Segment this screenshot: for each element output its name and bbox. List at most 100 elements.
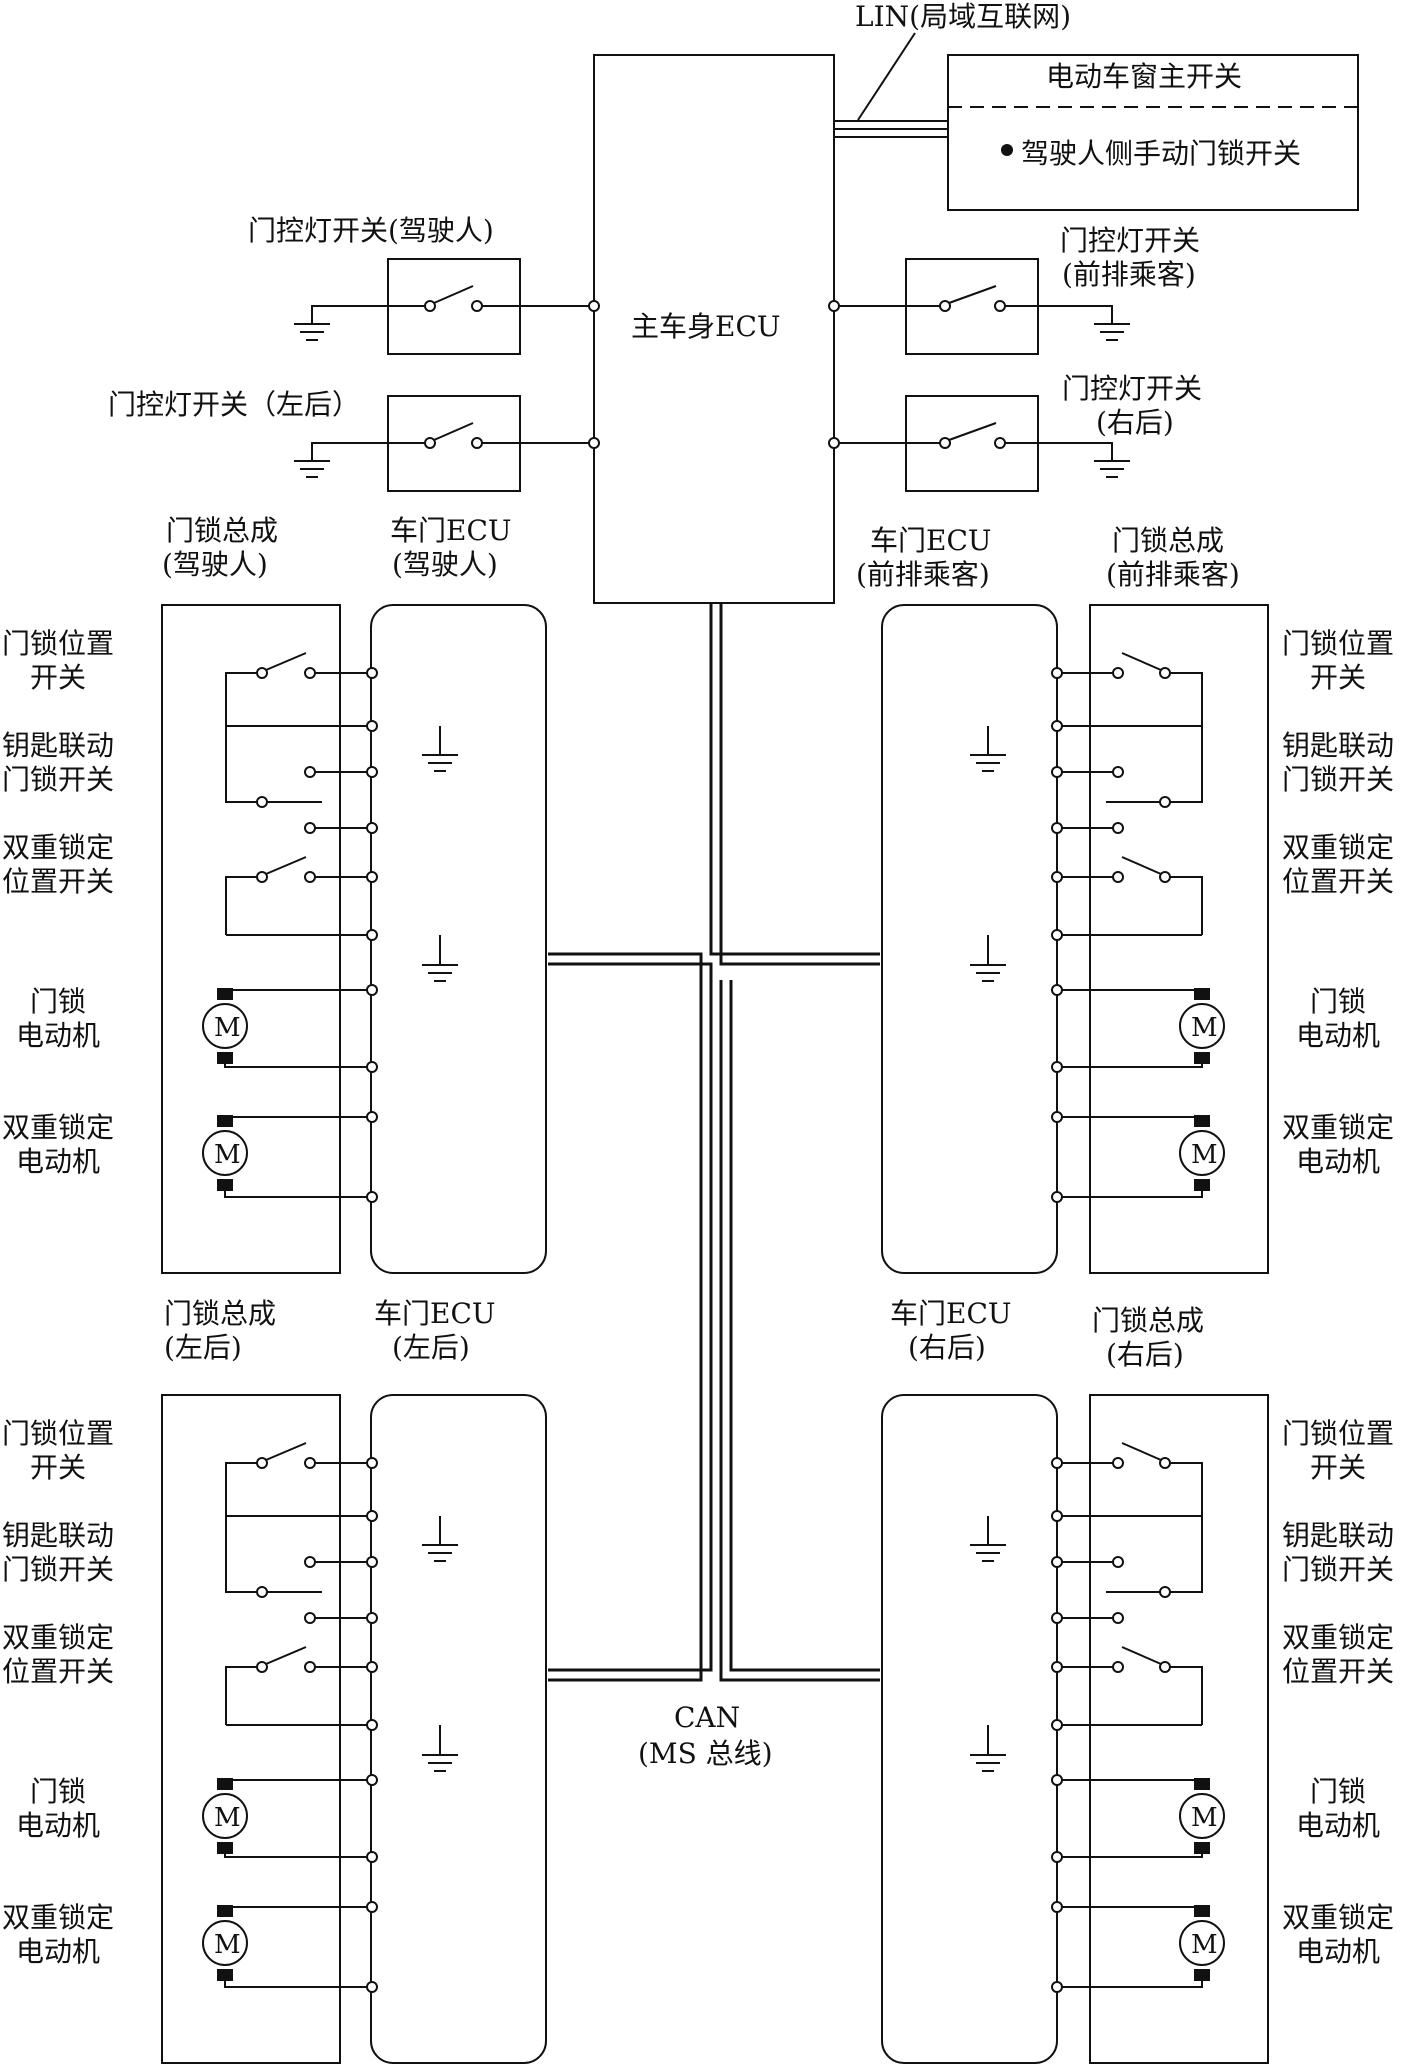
terminal-node bbox=[366, 1774, 378, 1786]
terminal-node bbox=[1051, 1457, 1063, 1469]
door-lock-assembly-label: 门锁总成 bbox=[1092, 1304, 1204, 1337]
terminal-node bbox=[366, 822, 378, 834]
terminal-node bbox=[1159, 1661, 1171, 1673]
terminal-node bbox=[1051, 984, 1063, 996]
door-ecu-box bbox=[881, 604, 1058, 1274]
lock-position-switch-label: 开关 bbox=[30, 1451, 86, 1484]
door-lock-assembly-box bbox=[1089, 604, 1269, 1274]
door-lock-motor-icon: M bbox=[1179, 1778, 1225, 1854]
terminal-node bbox=[1112, 1556, 1124, 1568]
door-unit-rear-left: MM门锁总成(左后)车门ECU(左后)门锁位置开关钥匙联动门锁开关双重锁定位置开… bbox=[2, 1297, 547, 2064]
door-lock-assembly-label: 门锁总成 bbox=[1112, 524, 1224, 557]
lock-position-switch-label: 开关 bbox=[1310, 1451, 1366, 1484]
door-ecu-label: 车门ECU bbox=[890, 1297, 1011, 1330]
key-linked-switch-label: 门锁开关 bbox=[2, 1553, 114, 1586]
terminal-node bbox=[424, 300, 436, 312]
door-unit-driver: MM门锁总成(驾驶人)车门ECU(驾驶人)门锁位置开关钥匙联动门锁开关双重锁定位… bbox=[2, 514, 547, 1274]
door-lock-motor-label: 门锁 bbox=[1310, 985, 1366, 1018]
ground-icon bbox=[970, 1754, 1006, 1772]
key-linked-switch-label: 钥匙联动 bbox=[2, 729, 114, 762]
terminal-node bbox=[1051, 766, 1063, 778]
terminal-node bbox=[1051, 929, 1063, 941]
double-lock-motor-label: 双重锁定 bbox=[1282, 1901, 1394, 1934]
terminal-node bbox=[1112, 871, 1124, 883]
ground-icon bbox=[1094, 460, 1130, 478]
terminal-node bbox=[304, 1457, 316, 1469]
terminal-node bbox=[1159, 1586, 1171, 1598]
double-lock-motor-icon: M bbox=[1179, 1905, 1225, 1981]
terminal-node bbox=[471, 300, 483, 312]
motor-symbol: M bbox=[1191, 1930, 1218, 1960]
terminal-node bbox=[424, 437, 436, 449]
terminal-node bbox=[1051, 1661, 1063, 1673]
terminal-node bbox=[366, 667, 378, 679]
door-lock-assembly-label: (右后) bbox=[1106, 1338, 1184, 1371]
courtesy-switch-label: 门控灯开关 bbox=[1060, 224, 1200, 257]
door-lock-motor-label: 电动机 bbox=[1296, 1809, 1380, 1842]
door-ecu-label: (左后) bbox=[392, 1331, 470, 1364]
door-ecu-label: (右后) bbox=[908, 1331, 986, 1364]
key-linked-switch-label: 钥匙联动 bbox=[1282, 729, 1394, 762]
driver-manual-lock-switch-label: 驾驶人侧手动门锁开关 bbox=[1021, 137, 1301, 170]
terminal-node bbox=[366, 766, 378, 778]
terminal-node bbox=[366, 720, 378, 732]
door-lock-motor-label: 电动机 bbox=[16, 1019, 100, 1052]
door-ecu-label: (前排乘客) bbox=[856, 558, 990, 591]
ground-icon bbox=[422, 964, 458, 982]
terminal-node bbox=[1112, 822, 1124, 834]
door-ecu-box bbox=[370, 1394, 547, 2064]
double-lock-motor-icon: M bbox=[202, 1905, 248, 1981]
terminal-node bbox=[1112, 766, 1124, 778]
terminal-node bbox=[366, 929, 378, 941]
courtesy-switch-label: (前排乘客) bbox=[1062, 258, 1196, 291]
terminal-node bbox=[939, 300, 951, 312]
door-unit-front-passenger: MM门锁总成(前排乘客)车门ECU(前排乘客)门锁位置开关钥匙联动门锁开关双重锁… bbox=[856, 524, 1394, 1274]
terminal-node bbox=[256, 796, 268, 808]
terminal-node bbox=[588, 437, 600, 449]
lock-position-switch-label: 门锁位置 bbox=[1282, 627, 1394, 660]
terminal-node bbox=[828, 300, 840, 312]
terminal-node bbox=[1159, 667, 1171, 679]
courtesy-switch-label: 门控灯开关(驾驶人) bbox=[248, 214, 494, 247]
terminal-node bbox=[1159, 1457, 1171, 1469]
terminal-node bbox=[366, 871, 378, 883]
terminal-node bbox=[366, 1556, 378, 1568]
terminal-node bbox=[1051, 720, 1063, 732]
ground-icon bbox=[970, 964, 1006, 982]
courtesy-switch-rear-right: 门控灯开关(右后) bbox=[828, 372, 1202, 492]
terminal-node bbox=[1051, 1901, 1063, 1913]
terminal-node bbox=[304, 766, 316, 778]
courtesy-light-switches: 门控灯开关(驾驶人)门控灯开关（左后）门控灯开关(前排乘客)门控灯开关(右后) bbox=[108, 214, 1202, 492]
door-lock-motor-label: 门锁 bbox=[1310, 1775, 1366, 1808]
courtesy-switch-label: 门控灯开关（左后） bbox=[108, 388, 360, 421]
terminal-node bbox=[366, 1612, 378, 1624]
can-bus: CAN (MS 总线) bbox=[548, 603, 880, 1770]
door-ecu-box bbox=[370, 604, 547, 1274]
ground-icon bbox=[422, 754, 458, 772]
double-lock-motor-label: 双重锁定 bbox=[1282, 1111, 1394, 1144]
key-linked-switch-label: 钥匙联动 bbox=[2, 1519, 114, 1552]
terminal-node bbox=[304, 871, 316, 883]
terminal-node bbox=[994, 300, 1006, 312]
door-units: MM门锁总成(驾驶人)车门ECU(驾驶人)门锁位置开关钥匙联动门锁开关双重锁定位… bbox=[2, 514, 1394, 2064]
door-ecu-label: (驾驶人) bbox=[392, 548, 498, 581]
terminal-node bbox=[1051, 1111, 1063, 1123]
terminal-node bbox=[256, 871, 268, 883]
terminal-node bbox=[304, 667, 316, 679]
motor-symbol: M bbox=[1191, 1013, 1218, 1043]
terminal-node bbox=[304, 1612, 316, 1624]
courtesy-switch-label: 门控灯开关 bbox=[1062, 372, 1202, 405]
terminal-node bbox=[1159, 796, 1171, 808]
double-lock-position-switch-label: 位置开关 bbox=[2, 865, 114, 898]
door-lock-assembly-box bbox=[161, 1394, 341, 2064]
key-linked-switch-label: 钥匙联动 bbox=[1282, 1519, 1394, 1552]
terminal-node bbox=[366, 1191, 378, 1203]
ground-icon bbox=[970, 754, 1006, 772]
terminal-node bbox=[366, 1111, 378, 1123]
lock-position-switch-label: 门锁位置 bbox=[1282, 1417, 1394, 1450]
terminal-node bbox=[1051, 1061, 1063, 1073]
terminal-node bbox=[256, 1457, 268, 1469]
terminal-node bbox=[366, 1719, 378, 1731]
ground-icon bbox=[294, 460, 330, 478]
